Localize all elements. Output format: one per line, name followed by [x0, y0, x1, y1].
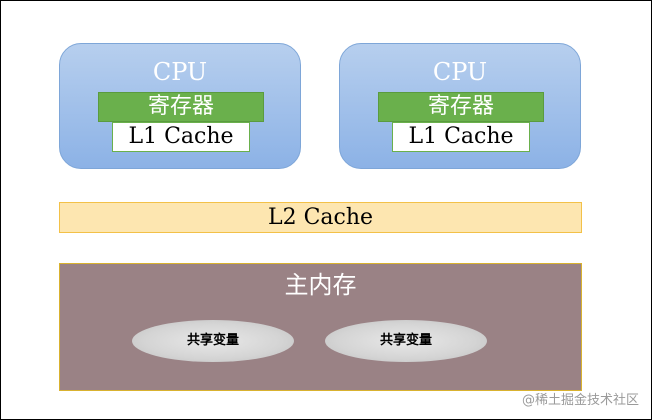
shared-variable-2: 共享变量 [325, 320, 487, 362]
l1-cache-box: L1 Cache [112, 122, 250, 152]
register-box: 寄存器 [378, 92, 544, 122]
l1-cache-box: L1 Cache [392, 122, 530, 152]
cpu-title: CPU [152, 58, 208, 86]
shared-variable-1: 共享变量 [132, 320, 294, 362]
main-memory-title: 主内存 [284, 271, 357, 299]
l2-cache-bar: L2 Cache [59, 202, 582, 233]
watermark: @稀土掘金技术社区 [521, 393, 639, 408]
cpu-title: CPU [432, 58, 488, 86]
main-memory-block: 主内存 共享变量 共享变量 [59, 263, 582, 391]
register-box: 寄存器 [98, 92, 264, 122]
cpu-block-1: CPU 寄存器 L1 Cache [59, 43, 301, 169]
cpu-block-2: CPU 寄存器 L1 Cache [339, 43, 581, 169]
